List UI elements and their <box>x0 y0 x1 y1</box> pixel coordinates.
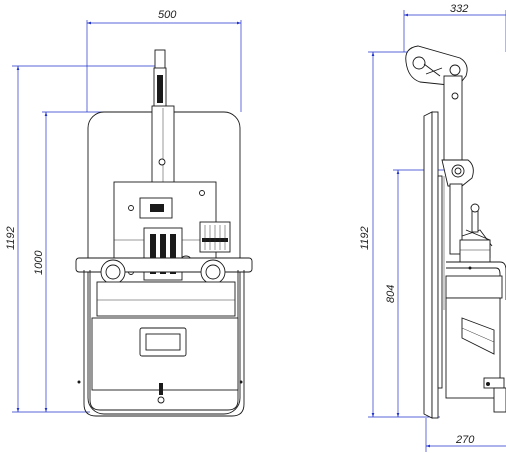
side-lifting-arm <box>405 45 474 255</box>
front-right-vacuum-gauge <box>200 259 226 285</box>
side-base-dimension: 270 <box>425 418 506 452</box>
side-pump-mechanism <box>459 203 493 263</box>
side-height-label: 1192 <box>359 226 371 250</box>
front-width-dimension: 500 <box>86 9 242 112</box>
side-view: 332 1192 804 270 <box>359 3 506 452</box>
side-pivot-height-label: 804 <box>385 285 397 303</box>
front-height-dimension: 1192 <box>5 65 160 413</box>
front-control-panel <box>77 317 243 404</box>
side-base-label: 270 <box>455 434 475 446</box>
front-pump-unit <box>199 221 231 253</box>
side-height-dimension: 1192 <box>359 51 440 418</box>
front-plate-height-label: 1000 <box>33 250 45 275</box>
side-handle-frame <box>445 261 506 413</box>
front-width-label: 500 <box>158 9 177 21</box>
front-height-label: 1192 <box>5 226 17 250</box>
side-depth-label: 332 <box>450 3 468 15</box>
front-handle-frame <box>75 257 253 417</box>
side-pivot-height-dimension: 804 <box>385 169 455 417</box>
side-depth-dimension: 332 <box>403 3 506 52</box>
front-view: 500 1192 1000 <box>5 9 253 417</box>
front-left-vacuum-gauge <box>100 259 126 285</box>
side-suction-plate <box>423 111 445 419</box>
